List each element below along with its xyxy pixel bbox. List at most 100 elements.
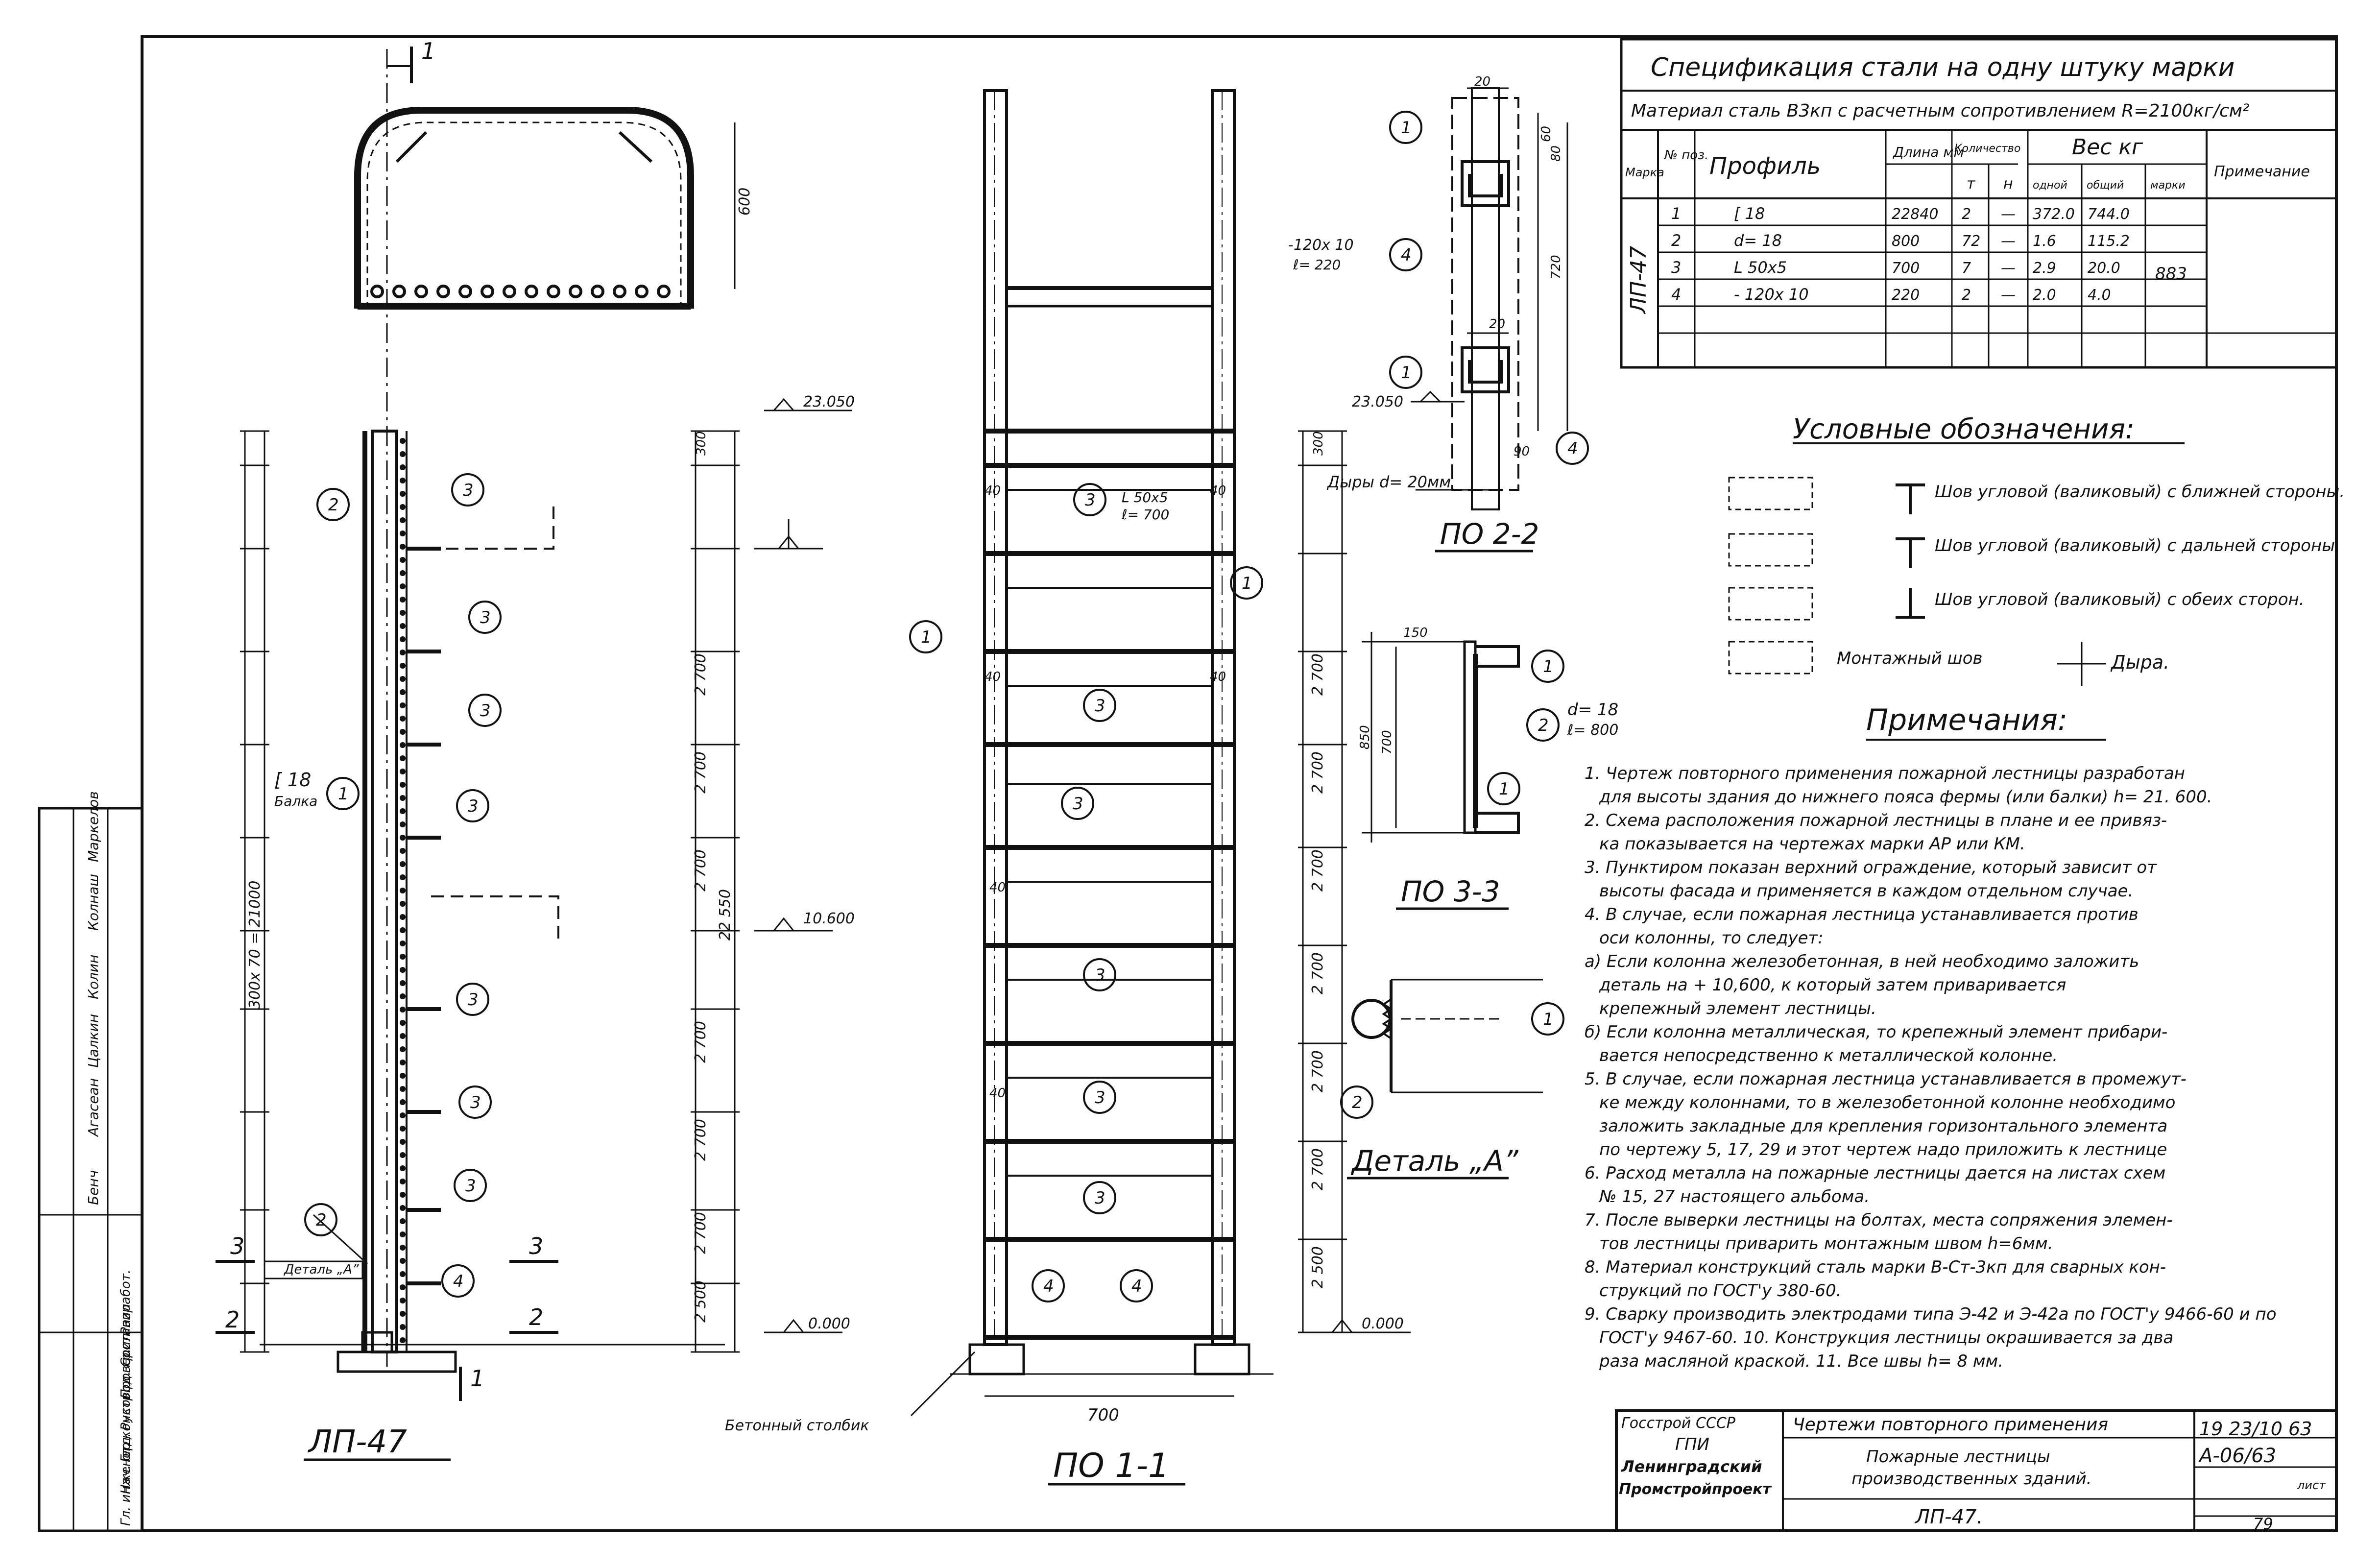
dim-step-label: 2 500 [1309,1246,1326,1288]
note-line: 7. После выверки лестницы на болтах, мес… [1585,1210,2173,1230]
dim-width: 700 [1087,1405,1119,1425]
position-marker [1389,111,1422,144]
spec-qty-n: — [2001,287,2016,304]
guard-rivet [525,285,538,298]
dim-label: 300 [694,431,709,456]
position-marker-number: 1 [1543,657,1554,676]
rung-end [400,769,406,774]
spec-pos: 1 [1671,204,1681,223]
legend-item-1a: Шов угловой (валиковый) с ближней сторон… [1935,482,2345,502]
dim-label: 40 [989,1086,1006,1101]
dim-label: 40 [989,880,1006,895]
stamp-name: Колин [85,955,101,999]
dim-spacing: 300x 70 = 21000 [246,881,264,1009]
dim-label: 150 [1403,626,1428,640]
stamp-role: Руковод. гр. [119,1349,133,1430]
rung-end [400,914,406,920]
tb-org4: Промстройпроект [1619,1481,1772,1498]
rung-end [400,993,406,999]
dim-step-label: 2 700 [692,751,709,794]
spec-w-all: 4.0 [2088,287,2111,304]
level-mark-mid [754,917,833,932]
tb-sheet: 79 [2253,1515,2273,1533]
note-line: ка показывается на чертежах марки АР или… [1599,834,2025,854]
position-marker [1389,356,1422,389]
position-marker [1083,1181,1116,1214]
dim-label: 300 [1311,431,1326,456]
rung-end [400,1060,406,1065]
note-line: высоты фасада и применяется в каждом отд… [1599,881,2133,901]
stamp-role: Нач. отд. [119,1433,133,1494]
rung-end [400,1007,406,1013]
rung-end [400,689,406,695]
position-marker-number: 4 [453,1272,464,1291]
rung-end [400,848,406,854]
legend-hole: Дыра. [2110,651,2169,673]
hdr-w-mark: марки [2150,179,2186,192]
rung-end [400,676,406,682]
note-line: заложить закладные для крепления горизон… [1599,1116,2167,1136]
spec-qty-n: — [2001,260,2016,277]
dim-label: 80 [1549,145,1563,162]
section-cut-label: 2 [529,1304,543,1330]
dim-label: 20 [1489,317,1505,332]
rung-end [400,795,406,801]
rung-end [400,835,406,841]
view-title-detail: Деталь „А” [1350,1144,1519,1178]
section-1-1 [910,89,1411,1417]
stamp-role: Разработ. [119,1270,133,1335]
spec-w-one: 2.9 [2033,260,2056,277]
note-line: крепежный элемент лестницы. [1599,999,1876,1018]
rung-end [400,650,406,655]
note-line: струкций по ГОСТ'у 380-60. [1599,1281,1841,1301]
base-block [336,1351,457,1373]
tb-sheet-label: лист [2297,1478,2326,1492]
rung-end [400,504,406,510]
guard-rivet [436,285,450,298]
note-line: 3. Пунктиром показан верхний ограждение,… [1585,858,2157,877]
position-marker [326,777,360,810]
guard-rivet [569,285,582,298]
rung-end [400,980,406,986]
level-mark-zero [764,1319,842,1333]
position-marker [1487,772,1520,805]
dim-step-label: 2 700 [692,1212,709,1254]
note-line: 4. В случае, если пожарная лестница уста… [1585,905,2139,924]
detail-a [1351,979,1543,1093]
note-line: для высоты здания до нижнего пояса фермы… [1599,787,2212,807]
rung-end [400,927,406,933]
position-marker [468,694,502,727]
dim-label: 40 [985,670,1001,684]
cut-1-top [387,47,413,83]
legend [1728,442,2185,741]
level-mark-top [764,398,852,411]
position-marker-number: 1 [1401,118,1412,138]
stamp-role: Гл. инженер [119,1443,133,1526]
tb-album1: 19 23/10 63 [2199,1418,2312,1440]
spec-table [1620,38,2338,369]
section-3-3 [1362,632,1520,843]
rung-end [400,597,406,603]
rung-end [400,702,406,708]
rung-end [400,967,406,973]
title-block [1615,1409,2338,1532]
label-concrete: Бетонный столбик [725,1417,869,1434]
spec-title: Спецификация стали на одну штуку марки [1651,53,2235,82]
spec-w-all: 115.2 [2088,233,2130,250]
rung-end [400,1284,406,1290]
position-marker-number: 3 [1095,1188,1105,1208]
rung-end [400,1205,406,1211]
rung-end [400,742,406,748]
rung-end [400,636,406,642]
dim-label: 40 [1210,670,1226,684]
rung-end [400,782,406,788]
position-marker-number: 1 [1499,779,1510,799]
rung-end [400,1099,406,1105]
rung-end [400,1192,406,1198]
note-line: вается непосредственно к металлической к… [1599,1046,2058,1065]
rung-end [400,941,406,946]
spec-profile: - 120x 10 [1734,285,1809,304]
label-holes: Дыры d= 20мм [1326,473,1451,491]
